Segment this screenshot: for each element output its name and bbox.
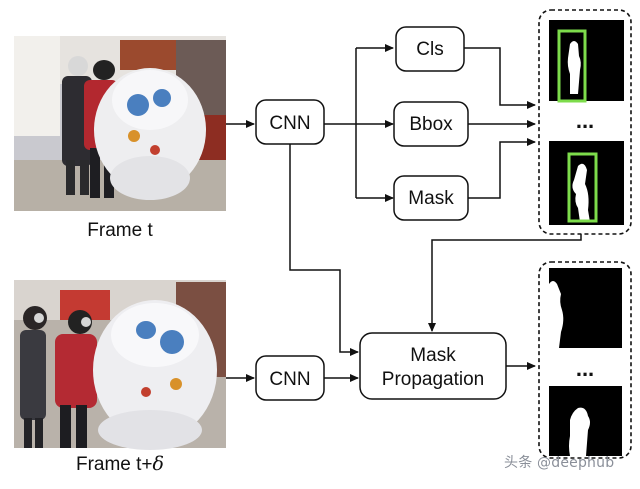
arrow-output-to-propagation: [428, 234, 582, 332]
mask-box: Mask: [393, 175, 469, 221]
mask-propagation-label-line2: Propagation: [382, 369, 484, 390]
cls-box: Cls: [395, 26, 465, 72]
bbox-box: Bbox: [393, 101, 469, 147]
arrow-cnn-top-to-propagation: [289, 142, 359, 356]
propagated-output-panel: ...: [538, 261, 632, 459]
output-bottom-ellipsis: ...: [576, 356, 594, 381]
cnn-bottom-box: CNN: [255, 355, 325, 401]
mask-label: Mask: [408, 188, 454, 209]
cnn-bottom-label: CNN: [269, 369, 310, 390]
mask-propagation-box: Mask Propagation: [359, 332, 507, 400]
output-top-ellipsis: ...: [576, 108, 594, 133]
output-mask-t-1: [549, 20, 624, 103]
cls-label: Cls: [416, 39, 443, 60]
output-mask-propagated-2: [549, 386, 622, 456]
frame-t-delta-image: [14, 280, 226, 450]
cnn-top-label: CNN: [269, 113, 310, 134]
frame-t-label: Frame t: [87, 220, 153, 241]
instance-output-panel: ...: [538, 9, 632, 235]
output-mask-t-2: [549, 141, 624, 225]
arrow-mask-to-output: [468, 138, 536, 199]
frame-t-delta-label: Frame t+δ: [76, 453, 164, 475]
mask-propagation-label-line1: Mask: [410, 345, 456, 366]
cnn-top-box: CNN: [255, 99, 325, 145]
frame-t-image: [14, 36, 226, 211]
frame-t-delta-label-symbol: δ: [153, 453, 164, 475]
watermark-text: 头条 @deephub: [504, 455, 615, 471]
arrow-cls-to-output: [464, 47, 536, 109]
output-mask-propagated-1: [549, 268, 622, 348]
frame-t-delta-label-prefix: Frame t+: [76, 454, 153, 475]
bbox-label: Bbox: [409, 114, 453, 135]
